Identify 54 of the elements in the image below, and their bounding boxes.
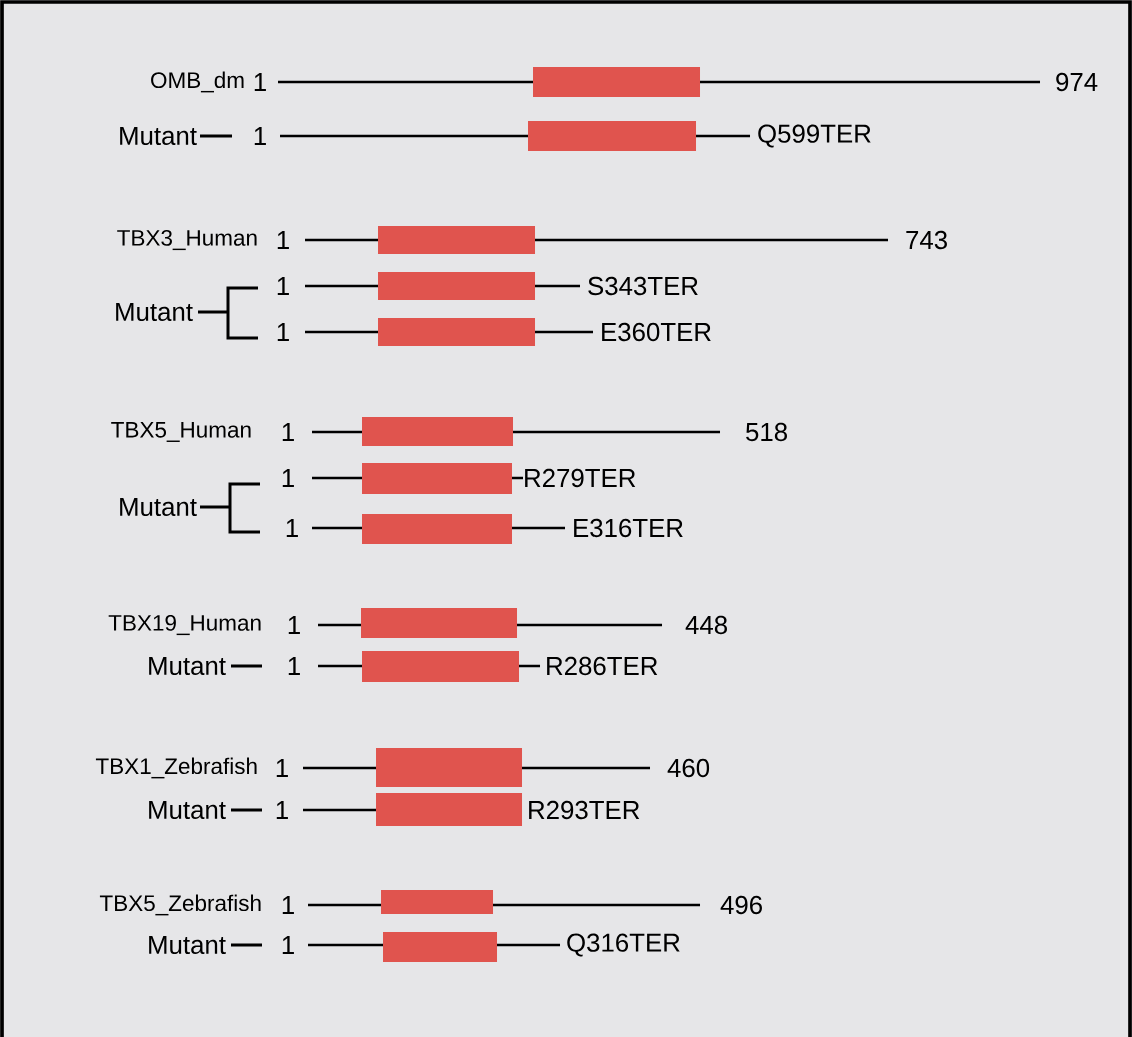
domain-bar	[378, 318, 535, 346]
protein-name: TBX5_Human	[111, 422, 251, 442]
end-label: S343TER	[588, 276, 698, 296]
start-position: 1	[286, 519, 298, 537]
domain-bar	[376, 793, 522, 826]
domain-bar	[376, 748, 522, 787]
end-label: R293TER	[529, 800, 640, 820]
protein-name: OMB_dm	[151, 71, 244, 93]
end-label: 496	[720, 895, 762, 915]
domain-bar	[362, 514, 512, 544]
start-position: 1	[282, 936, 294, 954]
end-label: 448	[685, 615, 727, 635]
end-label: R279TER	[525, 468, 636, 488]
start-position: 1	[276, 759, 288, 777]
mutant-label: Mutant	[149, 936, 226, 954]
end-label: 743	[906, 230, 947, 250]
start-position: 1	[282, 896, 294, 914]
domain-bar	[383, 932, 497, 962]
domain-bar	[381, 890, 493, 914]
mutant-label: Mutant	[120, 498, 197, 516]
mutant-label: Mutant	[116, 303, 193, 321]
protein-name: TBX1_Zebrafish	[95, 757, 257, 779]
domain-bar	[533, 67, 700, 97]
end-label: E316TER	[574, 518, 683, 538]
start-position: 1	[276, 801, 288, 819]
start-position: 1	[282, 423, 294, 441]
end-label: 518	[746, 422, 787, 442]
domain-bar	[362, 417, 513, 446]
start-position: 1	[277, 277, 289, 295]
domain-bar	[362, 651, 519, 682]
end-label: R286TER	[547, 656, 658, 676]
start-position: 1	[277, 323, 289, 341]
domain-bar	[361, 608, 517, 638]
start-position: 1	[282, 469, 294, 487]
end-label: Q599TER	[758, 124, 871, 148]
mutant-label: Mutant	[120, 127, 197, 145]
end-label: 974	[1056, 72, 1098, 92]
protein-name: TBX3_Human	[117, 229, 257, 251]
end-label: 460	[667, 758, 710, 778]
end-label: E360TER	[602, 322, 711, 342]
start-position: 1	[254, 127, 266, 145]
start-position: 1	[277, 231, 289, 249]
protein-name: TBX19_Human	[108, 614, 261, 636]
end-label: Q316TER	[567, 933, 680, 957]
domain-bar	[378, 272, 535, 300]
domain-bar	[362, 463, 512, 494]
start-position: 1	[254, 73, 266, 91]
domain-bar	[378, 226, 535, 254]
start-position: 1	[288, 616, 300, 634]
start-position: 1	[288, 657, 300, 675]
mutant-label: Mutant	[149, 657, 226, 675]
mutant-label: Mutant	[149, 801, 226, 819]
domain-bar	[528, 121, 696, 151]
protein-name: TBX5_Zebrafish	[99, 894, 261, 916]
